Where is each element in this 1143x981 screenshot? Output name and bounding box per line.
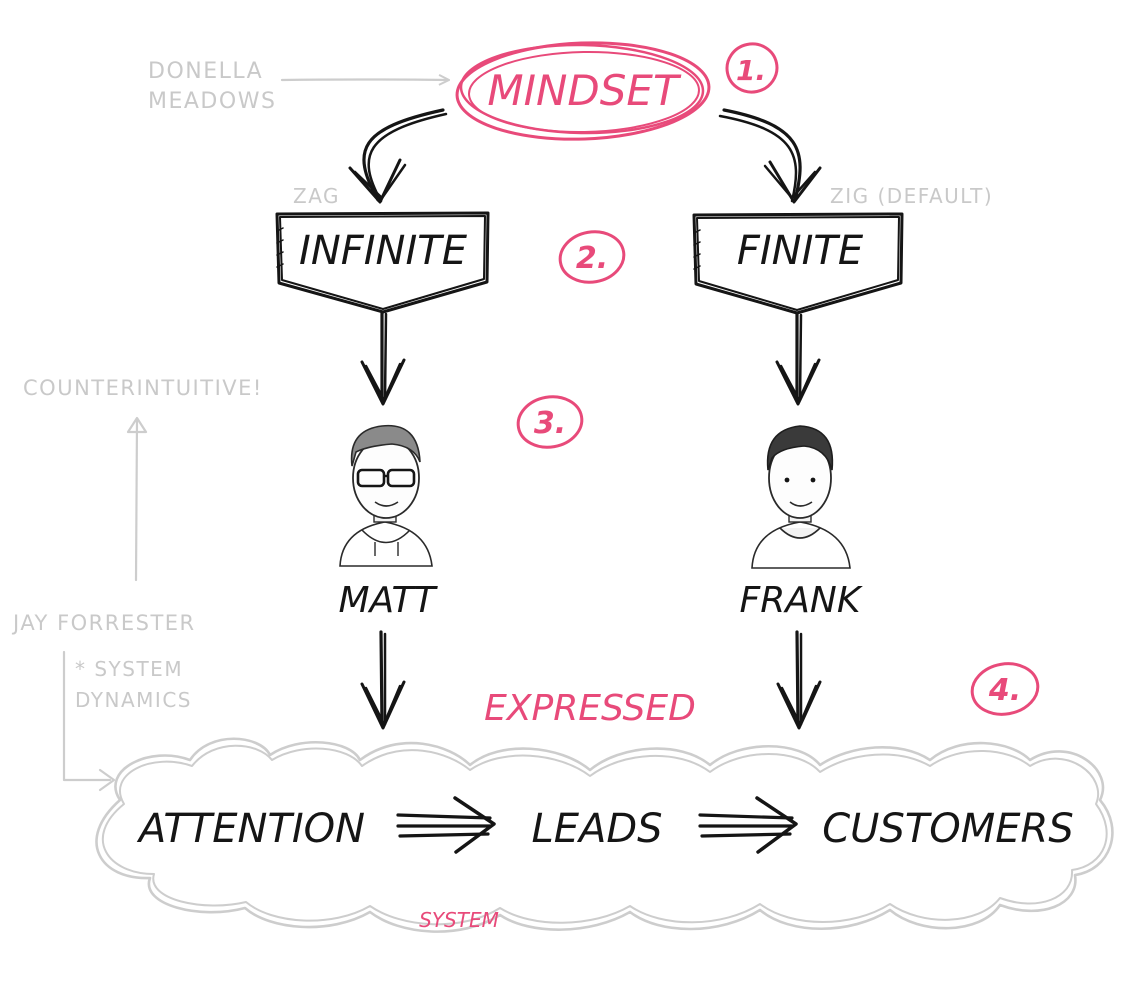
donella-line-1: DONELLA	[148, 59, 263, 84]
zag-label: ZAG	[293, 184, 340, 208]
jay-forrester-annotation: JAY FORRESTER * SYSTEM DYNAMICS	[11, 611, 196, 792]
step-3-badge: 3.	[516, 395, 584, 449]
mindset-label: MINDSET	[487, 66, 682, 115]
donella-arrow	[280, 80, 448, 81]
donella-meadows-annotation: DONELLA MEADOWS	[148, 59, 448, 114]
step-4-label: 4.	[988, 673, 1021, 708]
step-4-badge: 4.	[970, 662, 1040, 716]
step-2-label: 2.	[576, 241, 608, 276]
frank-label: FRANK	[740, 580, 863, 621]
donella-line-2: MEADOWS	[148, 89, 276, 114]
attention-to-leads-arrow	[396, 796, 496, 854]
finite-node: FINITE	[692, 212, 904, 315]
finite-to-frank-arrow	[775, 311, 821, 406]
mindset-to-infinite-arrow	[348, 108, 448, 204]
frank-to-system-arrow	[776, 630, 822, 730]
matt-avatar-icon	[339, 424, 433, 567]
counterintuitive-arrow	[134, 418, 139, 582]
frank-avatar-icon	[751, 425, 851, 569]
attention-label: ATTENTION	[136, 806, 365, 852]
infinite-to-matt-arrow	[360, 310, 406, 406]
step-2-badge: 2.	[558, 230, 626, 284]
finite-label: FINITE	[737, 228, 864, 274]
mindset-node: MINDSET	[455, 41, 711, 141]
matt-label: MATT	[338, 580, 438, 621]
infinite-node: INFINITE	[275, 211, 490, 314]
zig-label: ZIG (DEFAULT)	[830, 184, 993, 208]
system-dynamics-line-1: * SYSTEM	[75, 657, 183, 681]
jay-forrester-label: JAY FORRESTER	[11, 611, 196, 635]
jay-forrester-arrow	[62, 650, 112, 782]
step-3-label: 3.	[534, 406, 566, 441]
counterintuitive-label: COUNTERINTUITIVE!	[23, 376, 263, 400]
customers-label: CUSTOMERS	[822, 806, 1073, 852]
leads-label: LEADS	[531, 806, 662, 852]
system-label: SYSTEM	[419, 908, 499, 932]
counterintuitive-annotation: COUNTERINTUITIVE!	[23, 376, 263, 582]
expressed-label: EXPRESSED	[484, 688, 696, 729]
leads-to-customers-arrow	[698, 796, 798, 854]
infinite-label: INFINITE	[299, 228, 468, 274]
matt-to-system-arrow	[360, 630, 406, 730]
mindset-to-finite-arrow	[718, 108, 822, 204]
system-cloud	[95, 737, 1114, 933]
step-1-label: 1.	[736, 54, 766, 87]
system-dynamics-line-2: DYNAMICS	[75, 688, 192, 712]
step-1-badge: 1.	[725, 42, 779, 94]
